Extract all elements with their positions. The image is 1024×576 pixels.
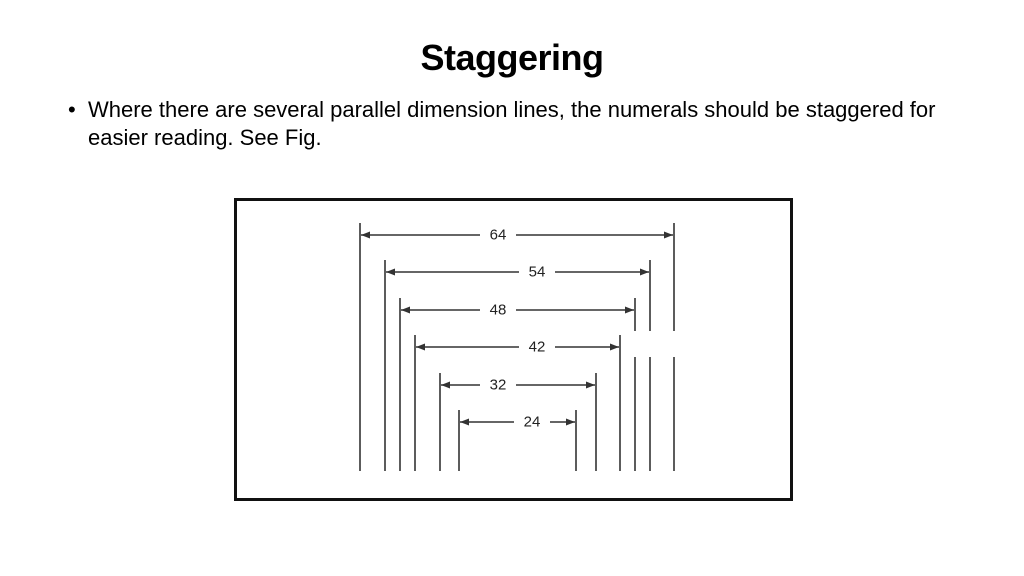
bullet-item: • Where there are several parallel dimen… [68,96,948,152]
arrowhead-left-64 [361,231,370,239]
bullet-marker: • [68,97,76,122]
arrowhead-right-24 [566,418,575,426]
dimension-label-64: 64 [490,227,507,244]
dimension-drawing: 64 54 48 42 32 24 [359,223,677,471]
extension-line-break [671,331,677,357]
extension-line-break [632,331,638,357]
slide-title: Staggering [420,37,604,79]
arrowhead-left-54 [386,268,395,276]
extension-line-break [647,331,653,357]
arrowhead-left-48 [401,306,410,314]
arrowhead-left-42 [416,343,425,351]
arrowhead-right-42 [610,343,619,351]
bullet-text: Where there are several parallel dimensi… [88,97,936,150]
arrowhead-right-64 [664,231,673,239]
arrowhead-left-24 [460,418,469,426]
arrowhead-right-48 [625,306,634,314]
dimension-label-48: 48 [490,302,507,319]
bullet-list: • Where there are several parallel dimen… [68,96,948,152]
dimension-figure: 64 54 48 42 32 24 [234,198,793,501]
arrowhead-left-32 [441,381,450,389]
dimension-label-24: 24 [524,414,541,431]
dimension-label-42: 42 [529,339,546,356]
arrowhead-right-32 [586,381,595,389]
dimension-label-32: 32 [490,377,507,394]
dimension-label-54: 54 [529,264,546,281]
arrowhead-right-54 [640,268,649,276]
